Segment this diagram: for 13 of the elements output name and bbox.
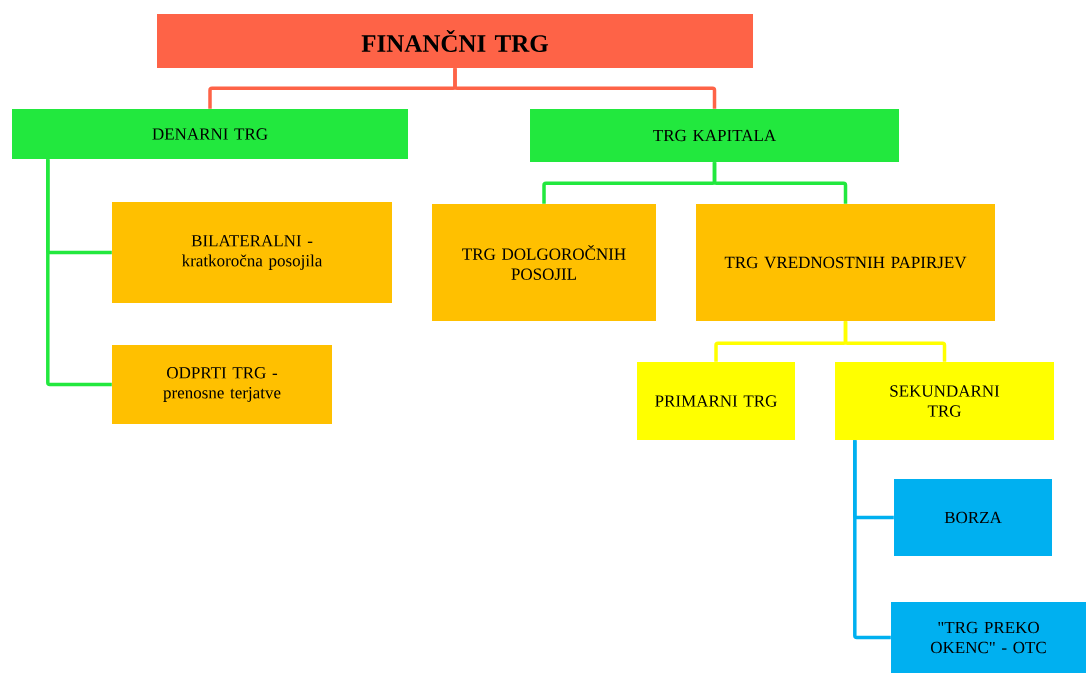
market-box: ODPRTI TRG - prenosne terjatve (112, 345, 332, 424)
connector-line (853, 440, 891, 640)
market-box: BORZA (894, 479, 1052, 556)
market-box: BILATERALNI - kratkoročna posojila (112, 202, 392, 303)
market-box: PRIMARNI TRG (637, 362, 795, 440)
market-box: TRG DOLGOROČNIH POSOJIL (432, 204, 656, 321)
title-box: FINANČNI TRG (157, 14, 753, 68)
category-box: DENARNI TRG (12, 109, 408, 159)
category-box: TRG KAPITALA (530, 109, 899, 162)
market-box: SEKUNDARNI TRG (835, 362, 1054, 440)
market-box: "TRG PREKO OKENC" - OTC (891, 602, 1086, 673)
connector-line (46, 159, 112, 387)
market-box: TRG VREDNOSTNIH PAPIRJEV (696, 204, 995, 321)
